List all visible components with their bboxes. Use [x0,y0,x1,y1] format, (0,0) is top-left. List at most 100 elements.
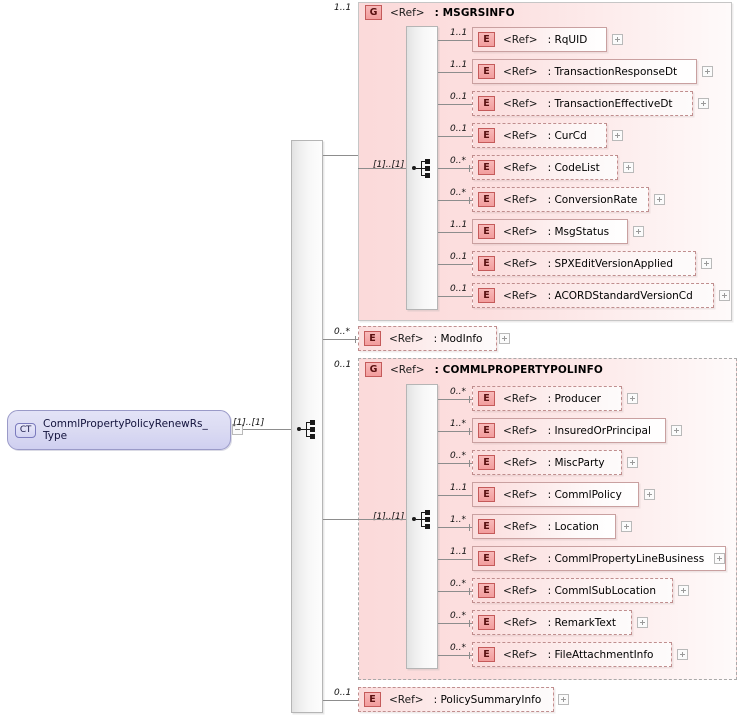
element-node-policysummaryinfo[interactable]: E <Ref> : PolicySummaryInfo [358,687,554,712]
expand-toggle-spxeditversionapplied[interactable] [701,258,712,269]
element-node-location[interactable]: E <Ref> : Location [472,514,616,539]
connector-root-to-sequence [243,429,291,430]
element-node-codelist[interactable]: E <Ref> : CodeList [472,155,618,180]
cardinality-child-insuredorprincipal: 1..* [450,419,466,429]
element-badge: E [478,288,495,303]
repeat-tick [469,460,470,467]
connector-child [438,431,472,432]
expand-toggle-policysummaryinfo[interactable] [558,694,569,705]
expand-toggle-modinfo[interactable] [499,333,510,344]
expand-toggle-remarktext[interactable] [637,617,648,628]
element-node-miscparty[interactable]: E <Ref> : MiscParty [472,450,622,475]
cardinality-child-codelist: 0..* [450,156,466,166]
element-node-spxeditversionapplied[interactable]: E <Ref> : SPXEditVersionApplied [472,251,696,276]
group-header-msgrsinfo[interactable]: G <Ref> : MSGRSINFO [365,5,515,20]
connector-child [438,559,472,560]
connector-child [438,655,472,656]
element-node-curcd[interactable]: E <Ref> : CurCd [472,123,607,148]
cardinality-child-conversionrate: 0..* [450,188,466,198]
cardinality-child-transactionresponsedt: 1..1 [450,60,468,70]
cardinality-sequence-msgrsinfo: [1]..[1] [373,160,405,170]
element-badge: E [478,423,495,438]
element-name-label: : CodeList [547,161,600,174]
element-badge: E [478,647,495,662]
cardinality-policysummaryinfo: 0..1 [334,688,352,698]
element-badge: E [364,331,381,346]
element-ref-label: <Ref> [389,693,424,706]
element-ref-label: <Ref> [503,97,538,110]
group-header-commlpropertypolinfo[interactable]: G <Ref> : COMMLPROPERTYPOLINFO [365,362,603,377]
cardinality-child-commlpolicy: 1..1 [450,483,468,493]
complextype-badge: CT [15,422,36,438]
connector-child [438,168,472,169]
element-node-commlpolicy[interactable]: E <Ref> : CommlPolicy [472,482,639,507]
element-node-commlsublocation[interactable]: E <Ref> : CommlSubLocation [472,578,673,603]
complextype-node-root[interactable]: CT CommlPropertyPolicyRenewRs_Type [7,410,231,450]
element-name-label: : MsgStatus [547,225,610,238]
group-ref-label: <Ref> [390,363,425,376]
element-node-acordstandardversioncd[interactable]: E <Ref> : ACORDStandardVersionCd [472,283,714,308]
expand-toggle-fileattachmentinfo[interactable] [677,649,688,660]
cardinality-child-acordstandardversioncd: 0..1 [450,284,468,294]
sequence-bar-root[interactable] [291,140,323,713]
expand-toggle-commlpolicy[interactable] [644,489,655,500]
expand-toggle-producer[interactable] [627,393,638,404]
element-name-label: : MiscParty [547,456,605,469]
element-node-remarktext[interactable]: E <Ref> : RemarkText [472,610,632,635]
cardinality-child-transactioneffectivedt: 0..1 [450,92,468,102]
expand-toggle-miscparty[interactable] [627,457,638,468]
element-node-transactionresponsedt[interactable]: E <Ref> : TransactionResponseDt [472,59,697,84]
cardinality-root: [1]..[1] [233,418,265,428]
expand-toggle-commlpropertylinebusiness[interactable] [714,553,725,564]
cardinality-modinfo: 0..* [334,327,350,337]
expand-toggle-acordstandardversioncd[interactable] [719,290,730,301]
repeat-tick [469,197,470,204]
connector-root-branch-policysummaryinfo [323,700,358,701]
element-ref-label: <Ref> [503,257,538,270]
expand-toggle-transactioneffectivedt[interactable] [698,98,709,109]
element-ref-label: <Ref> [503,648,538,661]
element-badge: E [364,692,381,707]
element-ref-label: <Ref> [503,161,538,174]
element-ref-label: <Ref> [503,65,538,78]
element-node-commlpropertylinebusiness[interactable]: E <Ref> : CommlPropertyLineBusiness [472,546,726,571]
element-name-label: : RqUID [547,33,588,46]
element-name-label: : TransactionResponseDt [547,65,678,78]
expand-toggle-rquid[interactable] [612,34,623,45]
connector-child [438,495,472,496]
connector-child [438,232,472,233]
expand-toggle-transactionresponsedt[interactable] [702,66,713,77]
element-ref-label: <Ref> [503,129,538,142]
expand-toggle-conversionrate[interactable] [654,194,665,205]
element-node-conversionrate[interactable]: E <Ref> : ConversionRate [472,187,649,212]
element-node-msgstatus[interactable]: E <Ref> : MsgStatus [472,219,628,244]
element-node-transactioneffectivedt[interactable]: E <Ref> : TransactionEffectiveDt [472,91,693,116]
expand-toggle-location[interactable] [621,521,632,532]
connector-child [438,200,472,201]
expand-toggle-insuredorprincipal[interactable] [671,425,682,436]
element-node-rquid[interactable]: E <Ref> : RqUID [472,27,607,52]
sequence-icon-root [297,420,318,439]
connector-root-branch-msgrsinfo [323,155,358,156]
element-node-modinfo[interactable]: E <Ref> : ModInfo [358,326,497,351]
expand-toggle-msgstatus[interactable] [633,226,644,237]
element-badge: E [478,583,495,598]
cardinality-child-rquid: 1..1 [450,28,468,38]
cardinality-child-commlsublocation: 0..* [450,579,466,589]
element-badge: E [478,615,495,630]
expand-toggle-curcd[interactable] [612,130,623,141]
element-badge: E [478,224,495,239]
cardinality-child-miscparty: 0..* [450,451,466,461]
repeat-tick [469,620,470,627]
expand-toggle-codelist[interactable] [623,162,634,173]
collapse-toggle-root[interactable] [232,424,243,435]
element-name-label: : CommlPolicy [547,488,622,501]
element-name-label: : ConversionRate [547,193,638,206]
element-node-insuredorprincipal[interactable]: E <Ref> : InsuredOrPrincipal [472,418,666,443]
element-ref-label: <Ref> [503,456,538,469]
repeat-tick [469,588,470,595]
element-node-fileattachmentinfo[interactable]: E <Ref> : FileAttachmentInfo [472,642,672,667]
expand-toggle-commlsublocation[interactable] [678,585,689,596]
connector-child [438,40,472,41]
element-node-producer[interactable]: E <Ref> : Producer [472,386,622,411]
